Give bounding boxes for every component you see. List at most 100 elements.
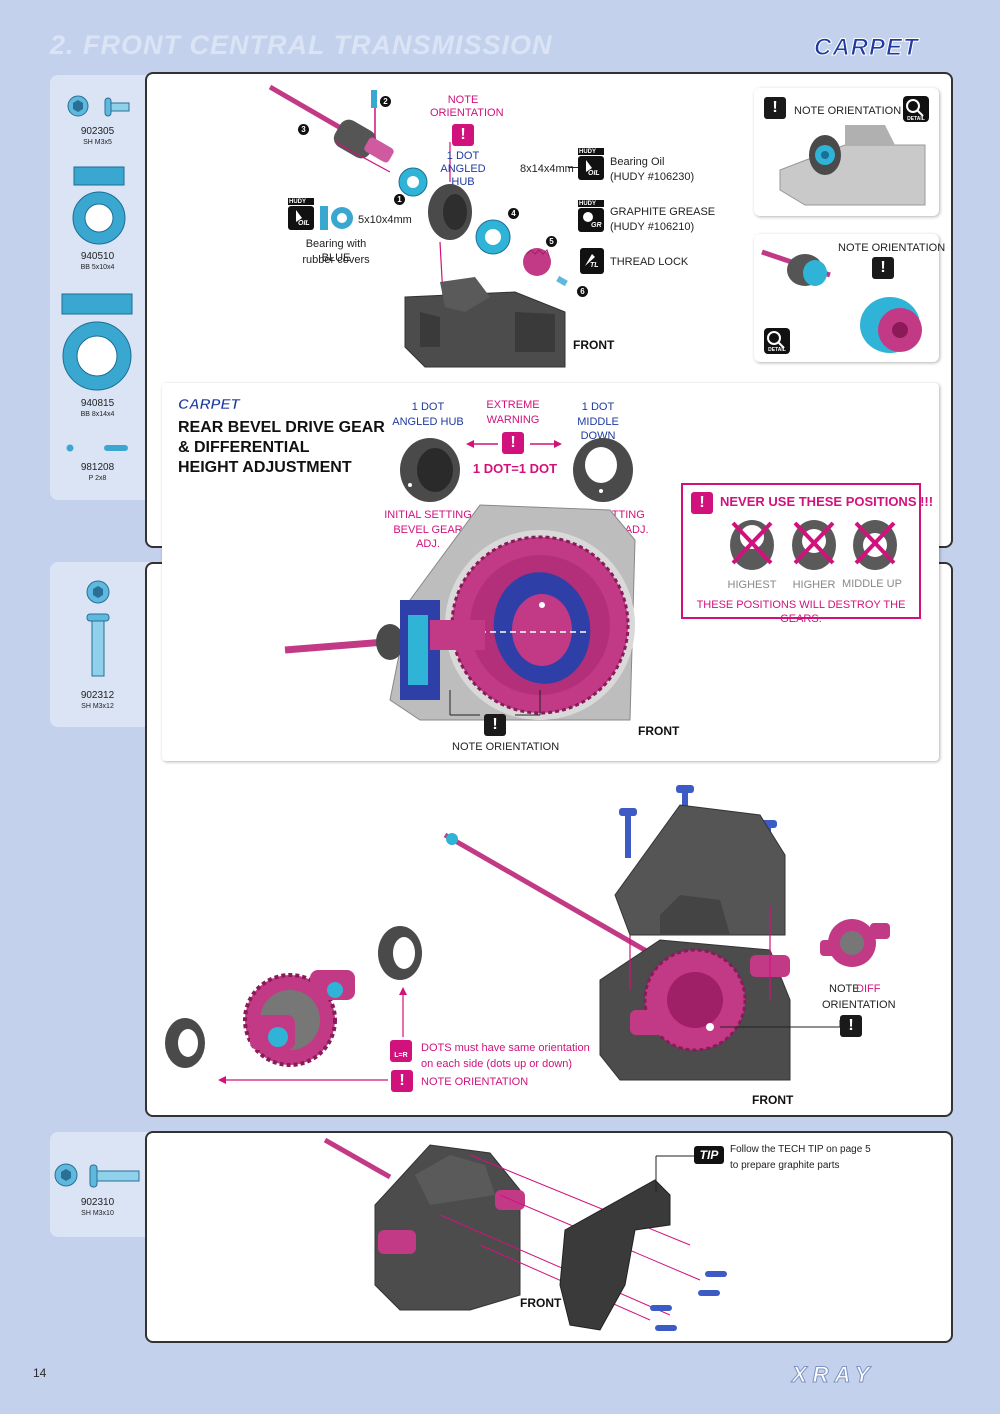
bearing-5x10x4-icon	[72, 166, 126, 245]
orientation-label: ORIENTATION	[822, 999, 896, 1011]
diff-label: DIFF	[856, 983, 881, 995]
graphite-grease-label: GRAPHITE GREASE	[610, 206, 716, 218]
warning-icon: !	[872, 257, 894, 279]
note-orientation-label: NOTE ORIENTATION	[421, 1076, 529, 1088]
bearing-8x14x4-icon	[61, 293, 133, 391]
equation-label: 1 DOT=1 DOT	[472, 461, 558, 476]
step-number: 1	[394, 194, 405, 205]
step-number: 2	[380, 96, 391, 107]
part-desc: BB 8x14x4	[80, 411, 115, 418]
carpet-box-logo: CARPET	[178, 396, 240, 414]
part-code: 902312	[80, 690, 115, 701]
detail-magnifier-icon	[764, 328, 790, 354]
dots-label-2: on each side (dots up or down)	[421, 1058, 573, 1070]
step-3-drawing	[323, 1137, 727, 1331]
one-dot-angled-hub-label: 1 DOT ANGLED HUB	[440, 150, 486, 188]
step-2-drawing	[165, 785, 890, 1084]
position-middle-up: MIDDLE UP	[842, 578, 902, 590]
part-desc: SH M3x10	[81, 1210, 114, 1217]
xray-logo: XRAY	[792, 1362, 876, 1388]
note-orientation-label: NOTE ORIENTATION	[430, 94, 504, 119]
warning-icon: !	[764, 97, 786, 119]
never-label: NEVER USE THESE POSITIONS !!!	[720, 494, 934, 509]
part-desc: SH M3x5	[83, 139, 112, 146]
part-code: 902310	[80, 1197, 115, 1208]
step-1-drawing	[268, 84, 568, 368]
front-label: FRONT	[638, 724, 680, 738]
step-number: 6	[577, 286, 588, 297]
oil-text: OIL	[588, 170, 600, 177]
position-higher: HIGHER	[792, 579, 836, 591]
tip-leader-line	[655, 1155, 694, 1192]
initial-bevel-label-2: BEVEL GEAR ADJ.	[393, 524, 463, 550]
step-number: 5	[546, 236, 557, 247]
right-hub-label-1: 1 DOT	[581, 401, 615, 413]
warning-icon: !	[452, 124, 474, 146]
warning-icon: !	[484, 714, 506, 736]
warning-icon: !	[502, 432, 524, 454]
carpet-diff-drawing	[284, 504, 636, 721]
front-label: FRONT	[520, 1296, 562, 1310]
detail-text: DETAIL	[907, 116, 925, 122]
note-orientation-label: NOTE ORIENTATION	[452, 741, 560, 753]
lr-icon	[390, 1040, 412, 1062]
front-label: FRONT	[752, 1093, 794, 1107]
warning-label: WARNING	[486, 414, 540, 426]
thread-lock-icon	[580, 248, 604, 274]
angled-hub-drawing	[400, 438, 460, 502]
screw-m3x10-icon	[54, 1163, 140, 1188]
lr-text: L=R	[394, 1052, 408, 1059]
screw-m3x12-icon	[86, 580, 110, 677]
warning-icon: !	[840, 1015, 862, 1037]
gr-text: GR	[591, 222, 602, 229]
bearing-5x10x4-label: 5x10x4mm	[358, 214, 412, 226]
tip-text-2: to prepare graphite parts	[730, 1160, 840, 1171]
oil-text: OIL	[298, 220, 310, 227]
tip-text-1: Follow the TECH TIP on page 5	[730, 1144, 871, 1155]
callout-2-label: NOTE ORIENTATION	[838, 242, 946, 254]
left-hub-label-2: ANGLED HUB	[392, 416, 464, 428]
tip-badge: TIP	[694, 1146, 724, 1164]
bearing-oil-ref: (HUDY #106230)	[610, 171, 695, 183]
thread-lock-label: THREAD LOCK	[610, 256, 689, 268]
part-desc: SH M3x12	[81, 703, 114, 710]
part-desc: BB 5x10x4	[80, 264, 115, 271]
double-arrow-icon	[466, 440, 562, 448]
never-positions-drawing	[730, 520, 897, 570]
callout-1-drawing	[779, 125, 926, 206]
carpet-logo: CARPET	[814, 34, 919, 62]
part-code: 902305	[80, 126, 115, 137]
orientation-pointer-lines	[449, 690, 541, 716]
hudy-grease-icon	[578, 200, 604, 232]
detail-text: DETAIL	[768, 347, 786, 353]
front-label: FRONT	[573, 338, 615, 352]
bearing-8x14x4-label: 8x14x4mm	[520, 163, 574, 175]
graphite-grease-ref: (HUDY #106210)	[610, 221, 695, 233]
part-desc: P 2x8	[88, 475, 107, 482]
initial-bevel-label-1: INITIAL SETTING	[384, 509, 472, 521]
bearing-blue-label-1: Bearing with BLUE	[305, 238, 367, 264]
hudy-text: HUDY	[289, 199, 307, 205]
part-code: 940815	[80, 398, 115, 409]
carpet-heading-3: HEIGHT ADJUSTMENT	[178, 459, 352, 476]
page-title: 2. FRONT CENTRAL TRANSMISSION	[50, 30, 553, 60]
destroy-gears-label: THESE POSITIONS WILL DESTROY THE GEARS.	[696, 599, 906, 625]
leader-line	[568, 167, 578, 168]
detail-magnifier-icon	[903, 96, 929, 122]
dots-label-1: DOTS must have same orientation	[421, 1042, 590, 1054]
warning-icon: !	[691, 492, 713, 514]
middle-down-hub-drawing	[573, 438, 633, 502]
callout-2-drawing	[761, 249, 922, 353]
hudy-oil-icon	[578, 148, 604, 180]
callout-1-label: NOTE ORIENTATION	[794, 105, 902, 117]
step-number: 3	[298, 124, 309, 135]
carpet-heading-2: & DIFFERENTIAL	[178, 439, 310, 456]
step-3-panel	[145, 1131, 953, 1343]
note-label: NOTE	[829, 983, 860, 995]
step-number: 4	[508, 208, 519, 219]
page-number: 14	[33, 1366, 47, 1380]
carpet-heading-1: REAR BEVEL DRIVE GEAR	[178, 419, 385, 436]
left-hub-label-1: 1 DOT	[411, 401, 445, 413]
parts-tab-1	[50, 75, 150, 500]
extreme-label: EXTREME	[486, 399, 540, 411]
